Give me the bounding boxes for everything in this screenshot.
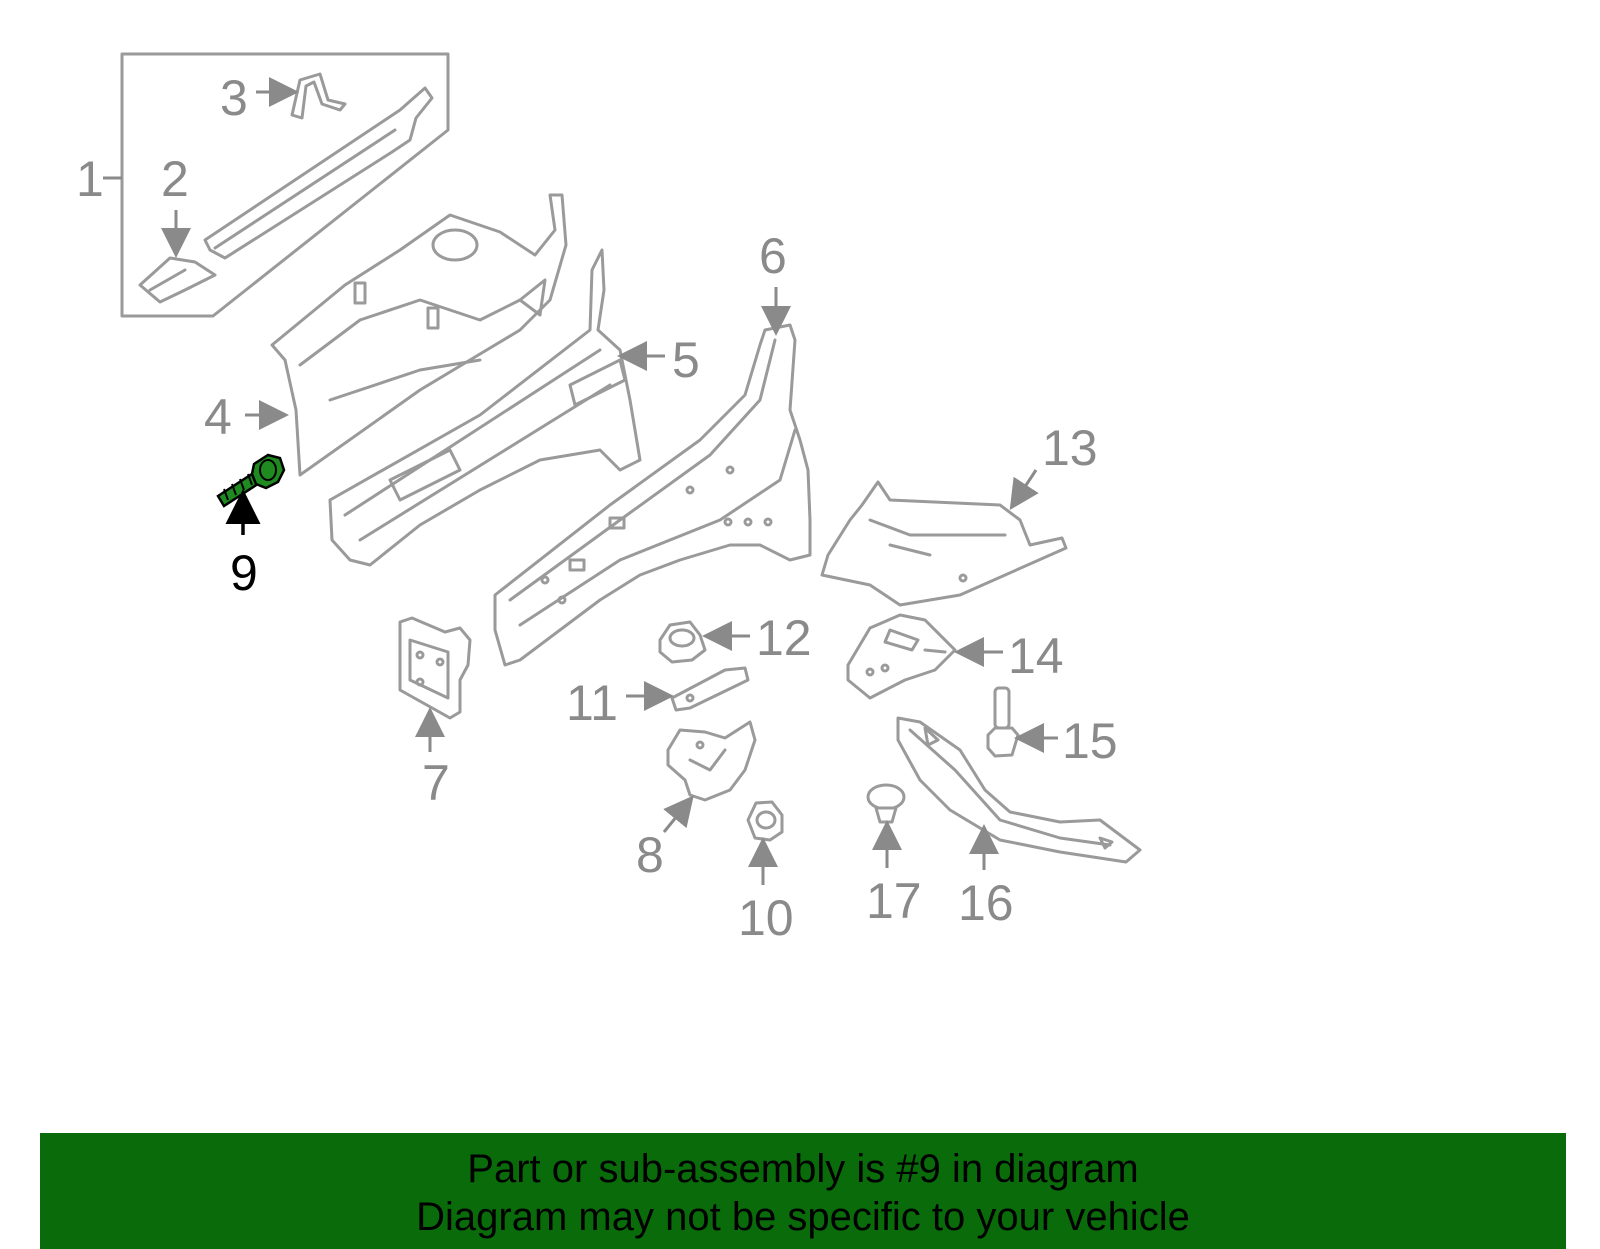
part-14-bracket [846, 613, 957, 700]
part-15-bolt [986, 686, 1020, 758]
part-7-bracket [398, 616, 472, 720]
leader-8 [662, 795, 694, 833]
callout-10: 10 [738, 890, 794, 946]
callout-17: 17 [866, 873, 922, 929]
part-17-clip [866, 783, 906, 824]
callout-14: 14 [1008, 628, 1064, 684]
part-6-front-rail [493, 323, 812, 667]
part-8-bracket [666, 720, 757, 802]
callout-16: 16 [958, 875, 1014, 931]
callout-7: 7 [422, 755, 450, 811]
callout-8: 8 [636, 827, 664, 883]
callout-13: 13 [1042, 420, 1098, 476]
part-4-inner-apron [270, 193, 568, 477]
banner-line-1: Part or sub-assembly is #9 in diagram [467, 1147, 1139, 1191]
callout-4: 4 [204, 389, 232, 445]
callout-2: 2 [161, 151, 189, 207]
part-9-bolt-highlighted[interactable] [216, 453, 286, 508]
part-11-strap [670, 666, 750, 712]
callout-15: 15 [1062, 713, 1118, 769]
part-16-brace [896, 716, 1142, 864]
callout-11: 11 [566, 675, 618, 731]
callout-6: 6 [759, 228, 787, 284]
part-1-assembly-box [103, 52, 450, 318]
info-banner: Part or sub-assembly is #9 in diagram Di… [40, 1133, 1566, 1249]
callout-3: 3 [220, 70, 248, 126]
part-5-upper-rail [328, 248, 642, 567]
leader-13 [1009, 469, 1039, 511]
callout-1: 1 [76, 151, 104, 207]
callout-5: 5 [672, 332, 700, 388]
part-13-panel [820, 480, 1068, 607]
callout-12: 12 [756, 610, 812, 666]
part-10-nut [746, 800, 784, 842]
part-12-nut [658, 620, 707, 664]
banner-line-2: Diagram may not be specific to your vehi… [416, 1195, 1190, 1239]
callout-9: 9 [230, 545, 258, 601]
